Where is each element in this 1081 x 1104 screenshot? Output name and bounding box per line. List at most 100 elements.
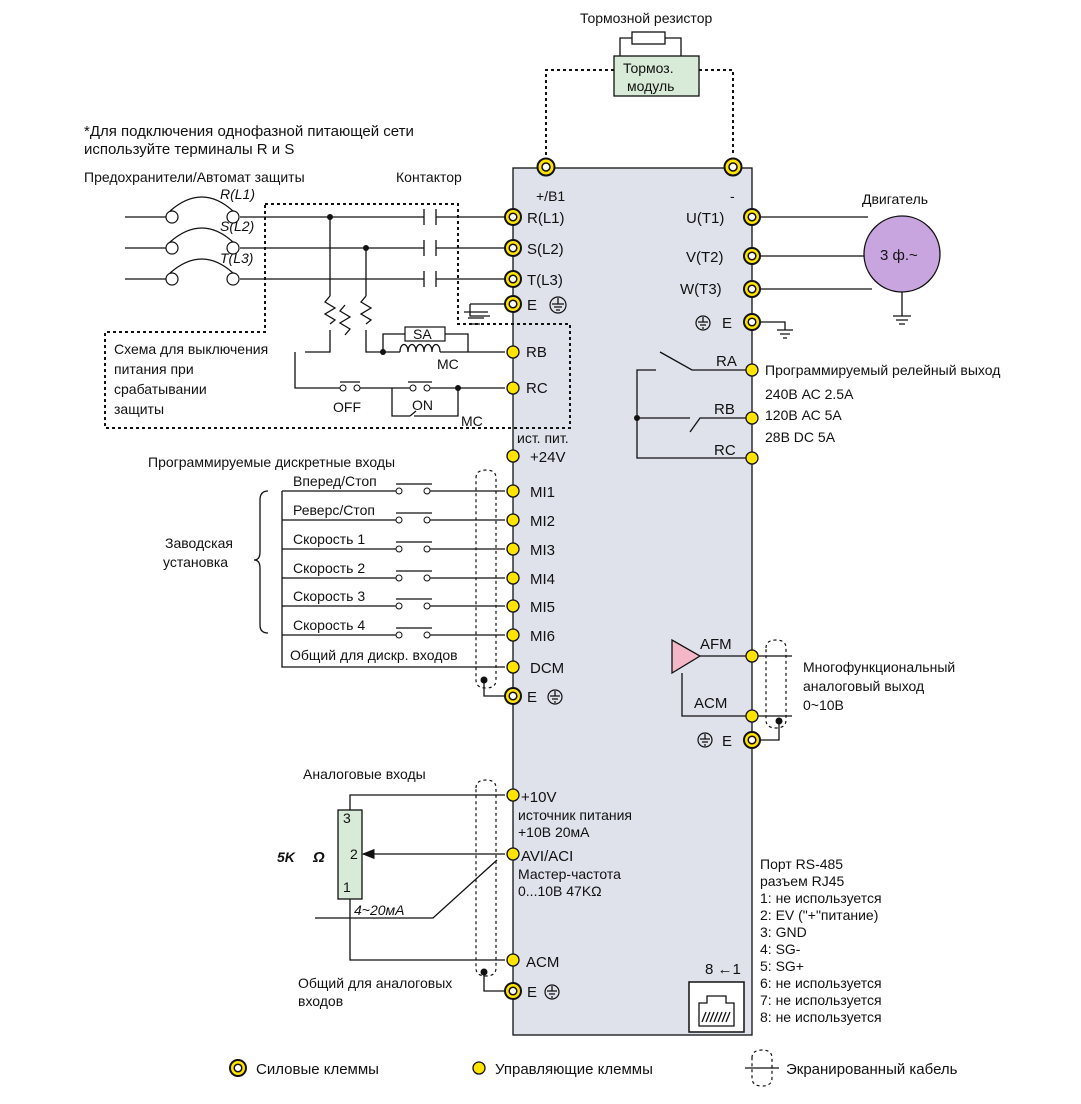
terminal-e3-label: E [527,984,537,1001]
legend-shield-label: Экранированный кабель [786,1061,958,1078]
rs485-pin: 2: EV ("+"питание) [760,907,878,923]
ground-symbol-icon [547,689,563,705]
source-label: ист. пит. [517,430,569,446]
acm-right-label: ACM [694,695,727,712]
digital-input-switch: Вперед/Стоп [282,473,505,495]
ground-symbol-icon [544,984,560,1000]
fuses-label: Предохранители/Автомат защиты [84,169,305,185]
terminal-e-right-label: E [722,315,732,332]
avi-label: AVI/ACI [521,848,573,865]
terminal-t-label: T(L3) [527,272,563,289]
ao-desc-3: 0~10В [803,697,844,713]
ai-common-2: входов [298,993,343,1009]
rj45-port-icon[interactable] [688,981,745,1033]
single-phase-note-2: используйте терминалы R и S [84,141,294,158]
digital-input-label: Вперед/Стоп [293,473,377,489]
digital-input-rows [281,491,505,668]
terminal-24v [506,449,520,463]
rs485-title-2: разъем RJ45 [760,873,844,889]
motor-symbol: 3 ф.~ [880,247,918,264]
digital-input-switch: Скорость 4 [282,617,505,639]
relay-title: Программируемый релейный выход [765,362,1000,378]
factory-setting-2: установка [163,554,228,570]
rs485-pin: 7: не используется [760,992,882,1008]
ai-shield [475,779,497,977]
brake-module-text-1: Тормоз. [623,60,674,76]
on-label: ON [412,397,433,413]
pot-unit: Ω [312,849,325,866]
amplifier-icon [671,638,702,675]
relay-rating-2: 120В АС 5А [765,407,842,423]
brake-resistor [631,31,666,45]
acm-left-label: ACM [526,954,559,971]
sa-label: SA [413,326,432,342]
phase-s-label: S(L2) [220,218,254,234]
terminal-rb [506,345,520,359]
trip-label-2: питания при [114,361,194,377]
terminal-v-label: V(T2) [686,249,724,266]
avi-desc-1: Мастер-частота [518,866,621,882]
digital-input-label: Скорость 3 [293,588,365,604]
rs485-title-1: Порт RS-485 [760,856,843,872]
rs485-pin: 3: GND [760,924,807,940]
mi5-label: MI5 [530,599,555,616]
rb-out-label: RB [714,401,735,418]
p10v-desc-1: источник питания [518,807,632,823]
power-lines [125,196,505,336]
terminal-rc-out [745,451,759,465]
terminal-rc-label: RC [526,380,548,397]
pot-pin1: 1 [343,879,351,895]
ground-symbol-icon [549,296,567,314]
trip-label-1: Схема для выключения [114,341,268,357]
terminal-ra [745,363,759,377]
legend-control-icon [472,1061,486,1075]
rs485-pin: 6: не используется [760,975,882,991]
trip-label-4: защиты [114,401,164,417]
terminal-rc [506,381,520,395]
brake-resistor-label: Тормозной резистор [580,10,712,26]
mi4-label: MI4 [530,571,555,588]
legend-power-label: Силовые клеммы [256,1061,379,1078]
terminal-b1-label: +/B1 [536,188,565,204]
digital-input-label: Скорость 2 [293,560,365,576]
terminal-w-label: W(T3) [680,281,722,298]
di-terminals [504,484,522,705]
digital-input-label: Скорость 4 [293,617,365,633]
rs485-pin: 8: не используется [760,1009,882,1025]
ra-label: RA [716,353,737,370]
ao-desc-1: Многофункциональный [803,659,955,675]
di-shield [475,469,497,689]
di-common-label: Общий для дискр. входов [290,647,458,663]
legend-control-label: Управляющие клеммы [495,1061,653,1078]
ao-shield [765,639,787,729]
legend-shield-icon [751,1049,773,1087]
rj45-pin-direction: 8 ←1 [705,961,741,978]
terminal-e2-right-label: E [722,733,732,750]
mc-label-2: MC [461,413,483,429]
contactor-label: Контактор [396,169,462,185]
p10v-label: +10V [521,789,556,806]
mi3-label: MI3 [530,542,555,559]
mc-label-1: MC [437,356,459,372]
digital-input-switch: Скорость 3 [282,588,505,610]
terminal-r-label: R(L1) [527,210,565,227]
pot-value: 5K [277,849,296,865]
digital-input-switch: Скорость 1 [282,531,505,553]
factory-brace [253,490,269,634]
phase-r-label: R(L1) [220,186,255,202]
rs485-pin: 5: SG+ [760,958,804,974]
rc-out-label: RC [714,442,736,459]
pot-pin3: 3 [343,810,351,826]
terminal-acm-right [745,709,759,723]
terminal-24v-label: +24V [530,449,565,466]
trip-label-3: срабатывании [114,381,207,397]
terminal-rb-label: RB [526,344,547,361]
current-label: 4~20мА [354,902,404,918]
drive-body [512,167,753,1036]
digital-inputs-title: Программируемые дискретные входы [148,454,395,470]
ground-symbol-icon [697,732,713,748]
off-label: OFF [333,399,361,415]
mi1-label: MI1 [530,484,555,501]
